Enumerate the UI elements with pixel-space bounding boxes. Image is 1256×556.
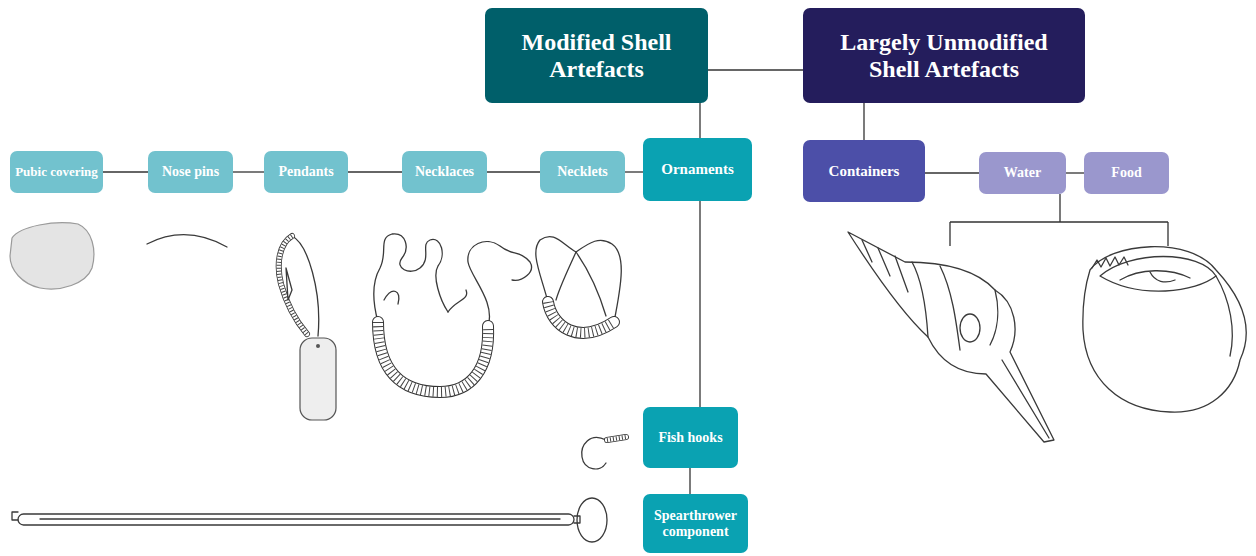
box-label: Water — [1004, 165, 1041, 180]
group-box: Spearthrower component — [643, 494, 748, 553]
item-box: Nose pins — [148, 151, 233, 193]
nose-pin-drawing — [147, 235, 227, 247]
group-box: Ornaments — [643, 138, 752, 201]
necklace-drawing — [374, 234, 532, 392]
box-label: Ornaments — [661, 161, 734, 178]
box-label: Pubic covering — [15, 165, 98, 179]
item-box: Pendants — [264, 151, 348, 193]
box-label: Pendants — [278, 164, 333, 179]
connector-line — [487, 171, 540, 172]
pendant-drawing — [279, 236, 336, 420]
connector-line — [863, 103, 864, 140]
box-label: Largely Unmodified Shell Artefacts — [824, 29, 1064, 82]
box-label: Nose pins — [162, 164, 219, 179]
connector-line — [233, 171, 264, 172]
item-box: Water — [979, 152, 1066, 194]
group-box: Containers — [803, 140, 925, 202]
box-label: Containers — [829, 163, 900, 180]
box-label: Modified Shell Artefacts — [502, 29, 692, 82]
pubic-covering-drawing — [10, 223, 94, 289]
item-box: Pubic covering — [10, 151, 103, 193]
item-box: Food — [1084, 152, 1169, 194]
connector-line — [699, 103, 700, 138]
item-box: Necklets — [540, 151, 625, 193]
box-label: Necklaces — [415, 164, 474, 179]
item-box: Necklaces — [402, 151, 487, 193]
connector-line — [708, 69, 803, 70]
connector-line — [925, 172, 979, 173]
group-box: Fish hooks — [643, 407, 738, 468]
bracket — [950, 194, 1168, 246]
conch-shell-drawing — [848, 232, 1054, 442]
connector-line — [1066, 172, 1084, 173]
necklet-drawing — [536, 237, 621, 333]
fish-hook-drawing — [582, 437, 626, 469]
connector-line — [103, 171, 148, 172]
box-label: Necklets — [557, 164, 608, 179]
connector-line — [699, 201, 700, 407]
box-label: Spearthrower component — [643, 508, 748, 539]
box-label: Fish hooks — [658, 430, 722, 445]
category-box: Largely Unmodified Shell Artefacts — [803, 8, 1085, 103]
connector-line — [348, 171, 402, 172]
box-label: Food — [1111, 165, 1141, 180]
baler-shell-drawing — [1083, 247, 1246, 412]
spearthrower-drawing — [12, 498, 607, 542]
connector-line — [625, 171, 643, 172]
category-box: Modified Shell Artefacts — [485, 8, 708, 103]
connector-line — [689, 468, 690, 494]
